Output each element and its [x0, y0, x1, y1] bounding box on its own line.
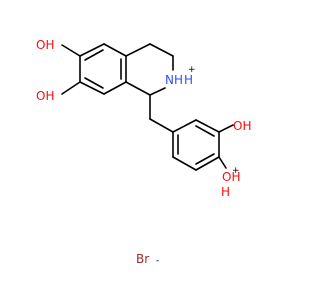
bond — [79, 81, 105, 95]
bond — [195, 125, 215, 137]
bond — [218, 156, 227, 169]
bond — [149, 87, 166, 96]
bond — [195, 119, 220, 133]
hydroxyl-label: OH — [36, 89, 54, 103]
bond — [103, 43, 127, 57]
oxonium-hydrogen-label: H — [221, 185, 230, 199]
bromide-charge: - — [156, 256, 159, 266]
bond — [125, 81, 151, 96]
bond — [84, 77, 104, 89]
counterion: Br - — [136, 252, 159, 266]
ammonium-hydrogen-label: H — [184, 73, 193, 87]
bond — [218, 124, 234, 133]
atom-labels: OH OH NH H + OH OH H + — [36, 38, 251, 199]
bond — [79, 43, 105, 57]
molecule-diagram: OH OH NH H + OH OH H + Br - — [36, 38, 251, 266]
bromide-label: Br — [136, 252, 149, 266]
bond — [149, 118, 174, 133]
bond — [84, 49, 104, 61]
bond — [172, 119, 197, 133]
bond — [61, 44, 81, 57]
bond — [195, 156, 220, 171]
hydroxyl-label: OH — [233, 119, 251, 133]
bond — [195, 153, 215, 165]
bond — [61, 81, 81, 95]
bond — [149, 43, 174, 57]
bond — [125, 43, 151, 57]
bonds — [61, 43, 234, 171]
bond — [103, 81, 127, 95]
oxonium-label: OH — [222, 170, 240, 184]
ammonium-charge: + — [188, 65, 196, 75]
oxonium-charge: + — [232, 166, 240, 176]
hydroxyl-label: OH — [36, 38, 54, 52]
ammonium-label: NH — [165, 73, 183, 87]
bond — [172, 156, 197, 171]
